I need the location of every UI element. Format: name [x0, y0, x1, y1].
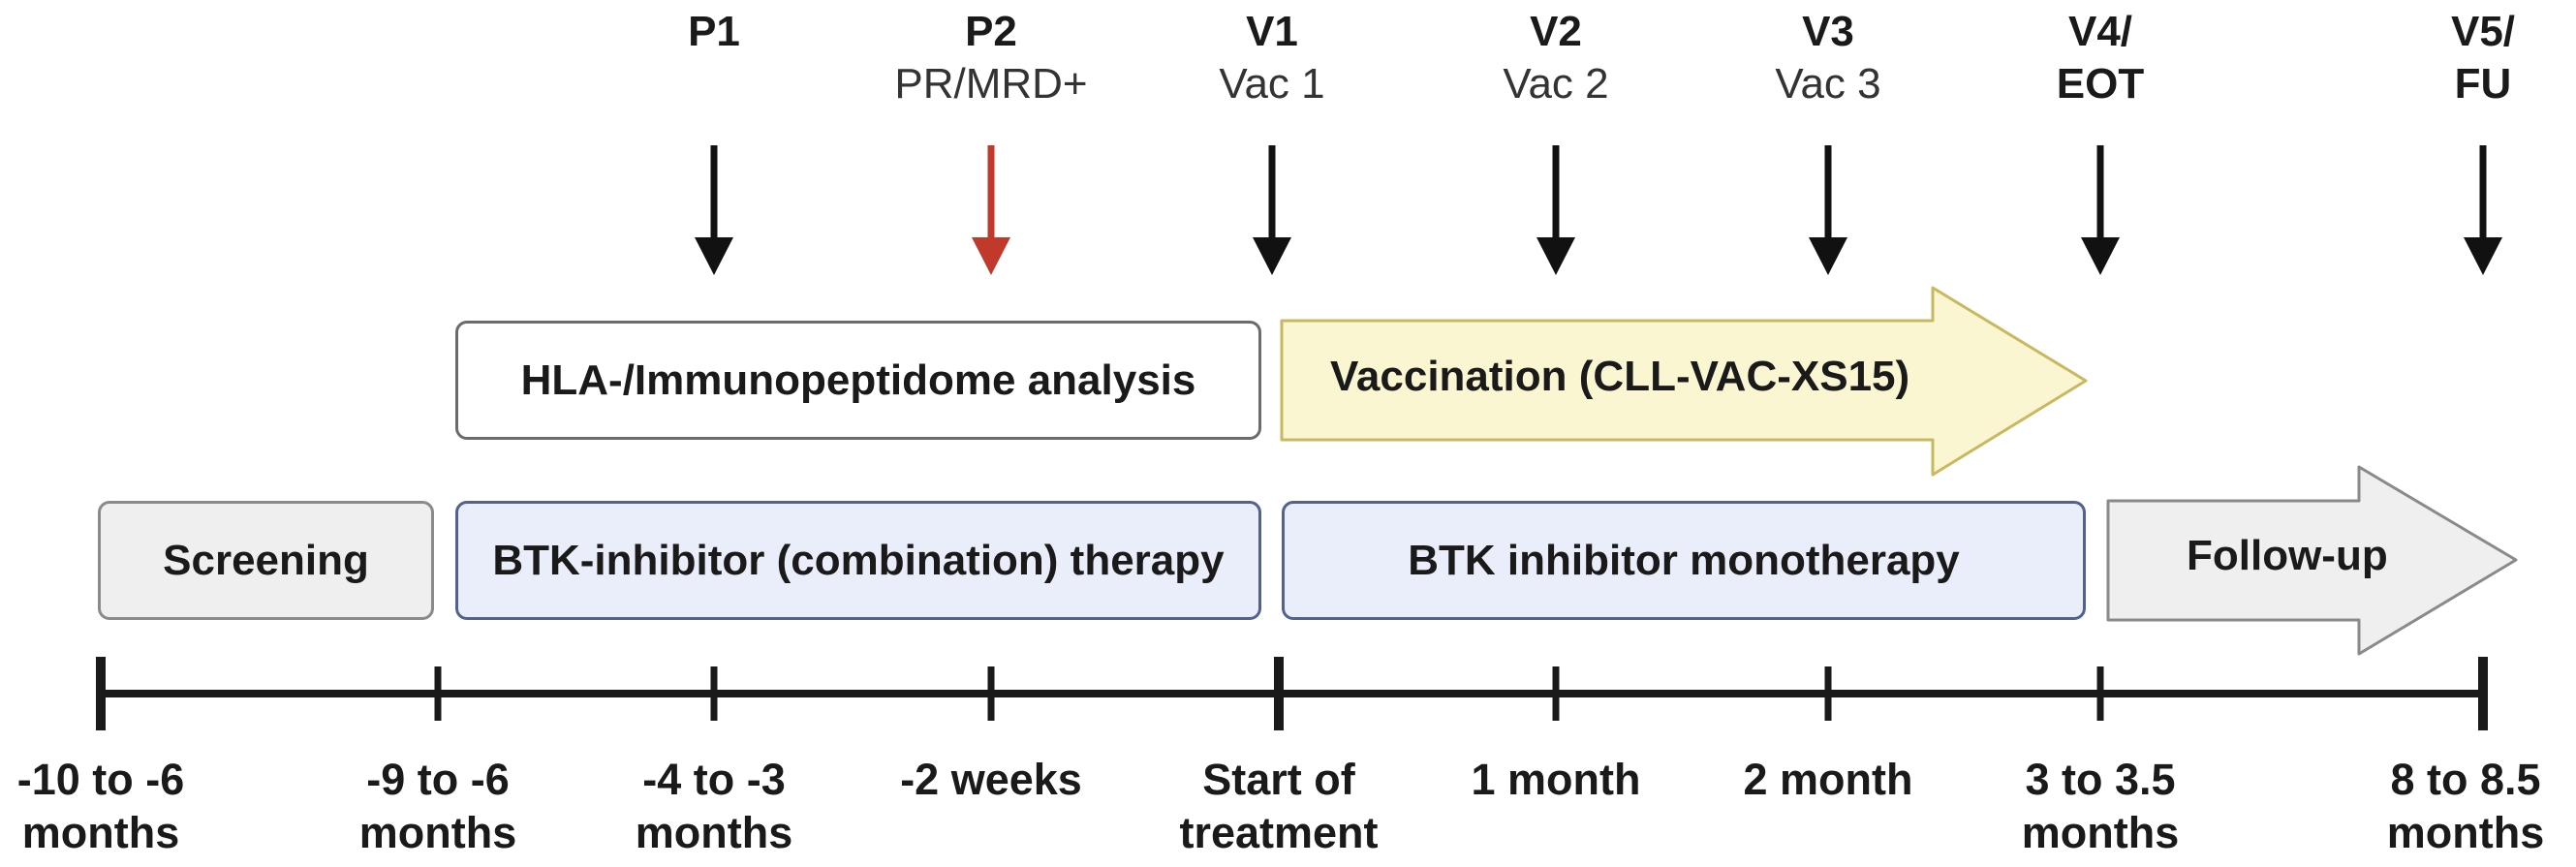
milestone-arrow-v2 — [1536, 145, 1575, 275]
milestone-arrow-v5 — [2464, 145, 2502, 275]
phase-btk-combination-label: BTK-inhibitor (combination) therapy — [492, 536, 1225, 584]
phase-screening-label: Screening — [163, 536, 369, 584]
follow-up-arrow-shape — [2106, 465, 2518, 656]
milestone-arrow-v1 — [1253, 145, 1291, 275]
milestone-code-p2: P2 — [965, 8, 1017, 55]
milestone-arrow-p1 — [695, 145, 733, 275]
milestone-code-v4: V4/ — [2067, 8, 2133, 55]
milestone-arrow-v3 — [1809, 145, 1847, 275]
milestone-arrow-p2 — [972, 145, 1010, 275]
milestone-code2-v4: EOT — [2056, 60, 2145, 108]
milestone-code2-v5: FU — [2454, 60, 2512, 108]
phase-follow-up-label: Follow-up — [2187, 532, 2388, 579]
phase-hla-label: HLA-/Immunopeptidome analysis — [520, 356, 1196, 404]
milestone-sub-v1: Vac 1 — [1219, 60, 1325, 108]
vaccination-arrow-shape — [1280, 286, 2088, 477]
phase-vaccination-label: Vaccination (CLL-VAC-XS15) — [1330, 353, 1910, 400]
milestone-arrow-v4 — [2081, 145, 2120, 275]
milestone-code-v2: V2 — [1530, 8, 1582, 55]
milestone-code-v3: V3 — [1802, 8, 1854, 55]
phase-btk-combination: BTK-inhibitor (combination) therapy — [455, 501, 1261, 620]
tick-label: 2 month — [1743, 755, 1913, 804]
phase-btk-monotherapy: BTK inhibitor monotherapy — [1282, 501, 2086, 620]
tick-label: -2 weeks — [900, 755, 1082, 804]
milestone-code-v1: V1 — [1246, 8, 1298, 55]
tick-label: 1 month — [1471, 755, 1641, 804]
milestone-sub-v2: Vac 2 — [1503, 60, 1609, 108]
milestone-code-v5: V5/ — [2450, 8, 2516, 55]
milestone-sub-p2: PR/MRD+ — [894, 60, 1088, 108]
milestone-code-p1: P1 — [688, 8, 740, 55]
phase-screening: Screening — [98, 501, 434, 620]
phase-hla-analysis: HLA-/Immunopeptidome analysis — [455, 321, 1261, 440]
phase-btk-mono-label: BTK inhibitor monotherapy — [1408, 536, 1960, 584]
milestone-sub-v3: Vac 3 — [1775, 60, 1881, 108]
